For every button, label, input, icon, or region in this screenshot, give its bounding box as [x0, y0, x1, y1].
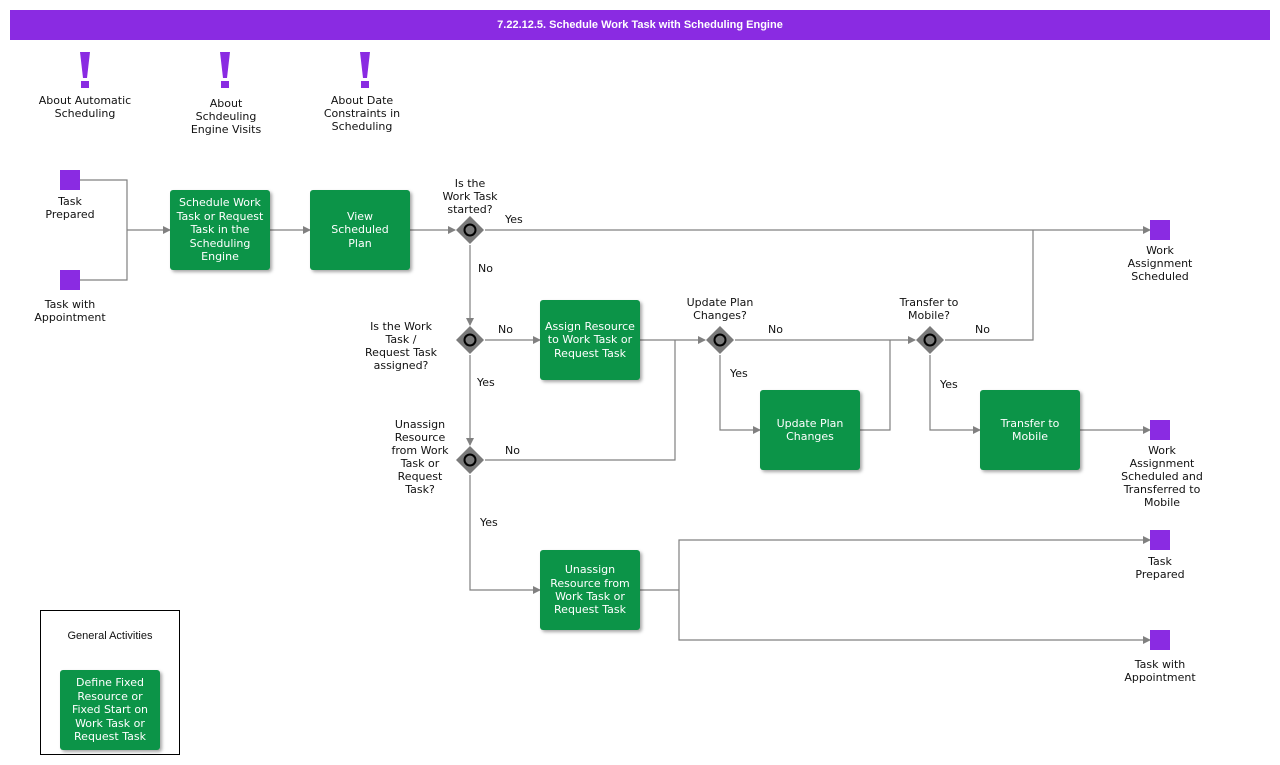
flow-start1-merge — [80, 179, 128, 230]
start-event-task-with-appointment[interactable] — [60, 270, 80, 290]
gateway-task-assigned[interactable] — [455, 325, 485, 355]
flow-gw3-yes — [469, 475, 541, 594]
gateway-transfer-to-mobile[interactable] — [915, 325, 945, 355]
end-event-task-with-appointment[interactable] — [1150, 630, 1170, 650]
flow-gw3-no — [485, 340, 676, 461]
flow-unassign-taskprepared — [678, 536, 1151, 590]
edge-label: No — [768, 323, 783, 336]
flow-update-gw5 — [860, 340, 891, 431]
task-define-fixed-resource[interactable]: Define Fixed Resource or Fixed Start on … — [60, 670, 160, 750]
flow-start2-merge — [80, 230, 128, 281]
edge-label: Yes — [480, 516, 498, 529]
edge-label: No — [478, 262, 493, 275]
edge-label: Yes — [730, 367, 748, 380]
gateway-label: Transfer to Mobile? — [899, 296, 959, 322]
edge-label: Yes — [477, 376, 495, 389]
end-event-label: Work Assignment Scheduled and Transferre… — [1121, 444, 1203, 509]
edge-label: Yes — [940, 378, 958, 391]
exclamation-icon — [220, 52, 230, 88]
edge-label: No — [975, 323, 990, 336]
flow-gw5-no — [945, 230, 1034, 341]
general-activities-title: General Activities — [67, 630, 153, 642]
edge-label: No — [498, 323, 513, 336]
end-event-label: Task Prepared — [1135, 555, 1185, 581]
gateway-label: Unassign Resource from Work Task or Requ… — [391, 418, 449, 496]
task-assign-resource[interactable]: Assign Resource to Work Task or Request … — [540, 300, 640, 380]
task-update-plan-changes[interactable]: Update Plan Changes — [760, 390, 860, 470]
note-automatic-scheduling[interactable]: About Automatic Scheduling — [38, 94, 132, 120]
task-transfer-to-mobile[interactable]: Transfer to Mobile — [980, 390, 1080, 470]
start-event-label: Task Prepared — [45, 195, 95, 221]
end-event-work-assignment-scheduled[interactable] — [1150, 220, 1170, 240]
flow-unassign-taskappointment — [678, 590, 1151, 644]
task-schedule-work-task[interactable]: Schedule Work Task or Request Task in th… — [170, 190, 270, 270]
gateway-update-plan-changes[interactable] — [705, 325, 735, 355]
end-event-scheduled-and-transferred[interactable] — [1150, 420, 1170, 440]
end-event-label: Work Assignment Scheduled — [1127, 244, 1193, 283]
end-event-label: Task with Appointment — [1124, 658, 1196, 684]
gateway-label: Is the Work Task / Request Task assigned… — [365, 320, 437, 372]
gateway-unassign-resource[interactable] — [455, 445, 485, 475]
flow-gw4-yes — [719, 355, 761, 434]
diagram-title: 7.22.12.5. Schedule Work Task with Sched… — [10, 10, 1270, 40]
start-event-task-prepared[interactable] — [60, 170, 80, 190]
start-event-label: Task with Appointment — [34, 298, 106, 324]
flow-gw5-yes — [929, 355, 981, 434]
exclamation-icon — [80, 52, 90, 88]
task-unassign-resource[interactable]: Unassign Resource from Work Task or Requ… — [540, 550, 640, 630]
note-date-constraints[interactable]: About Date Constraints in Scheduling — [323, 94, 401, 133]
gateway-label: Is the Work Task started? — [442, 177, 498, 216]
exclamation-icon — [360, 52, 370, 88]
gateway-work-task-started[interactable] — [455, 215, 485, 245]
note-scheduling-engine-visits[interactable]: About Schdeuling Engine Visits — [190, 97, 262, 136]
end-event-task-prepared[interactable] — [1150, 530, 1170, 550]
edge-label: No — [505, 444, 520, 457]
gateway-label: Update Plan Changes? — [686, 296, 754, 322]
edge-label: Yes — [505, 213, 523, 226]
task-view-scheduled-plan[interactable]: View Scheduled Plan — [310, 190, 410, 270]
